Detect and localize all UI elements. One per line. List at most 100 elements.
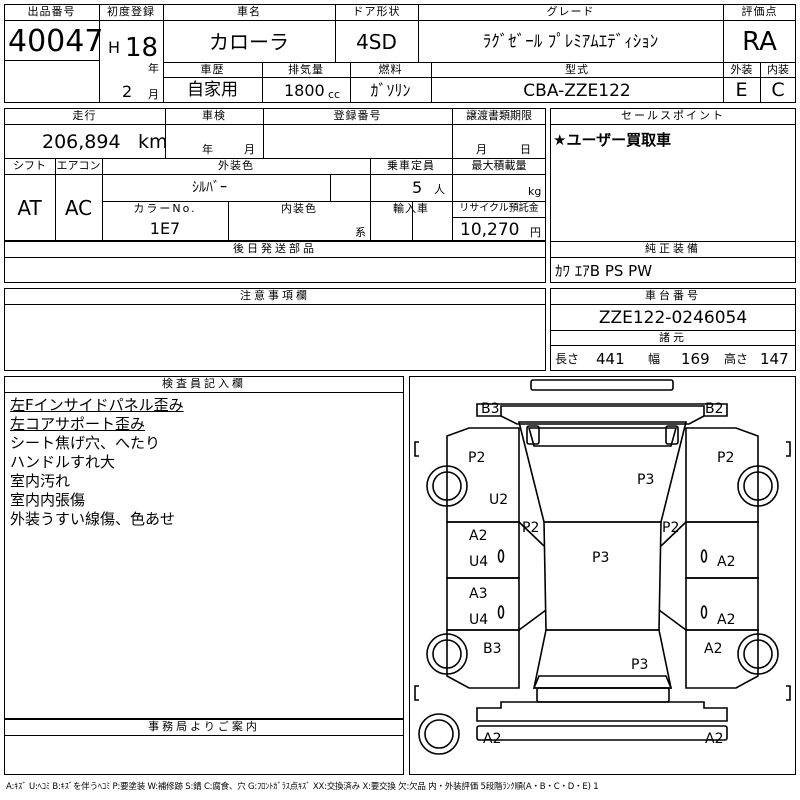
registration-year: 18 bbox=[125, 33, 159, 63]
left-front-wheel bbox=[426, 465, 468, 507]
damage-mark: A2 bbox=[705, 731, 723, 747]
score: RA bbox=[742, 27, 777, 57]
interior-color-unit: 系 bbox=[355, 226, 366, 239]
damage-mark: P2 bbox=[662, 520, 679, 536]
left-rear-wheel bbox=[426, 633, 468, 675]
mileage-label: 走行 bbox=[72, 109, 97, 122]
front-bumper-wide bbox=[476, 403, 728, 417]
height: 147 bbox=[760, 350, 789, 368]
left-front-handle bbox=[497, 549, 505, 563]
damage-mark: U4 bbox=[469, 612, 488, 628]
color-number: 1E7 bbox=[149, 219, 181, 238]
damage-mark: A2 bbox=[717, 554, 735, 570]
roof-outline bbox=[543, 521, 662, 631]
max-load-label: 最大積載量 bbox=[471, 159, 527, 172]
exterior-grade: E bbox=[735, 79, 748, 101]
equipment: ｶﾜ ｴｱB PS PW bbox=[555, 262, 653, 280]
interior-grade-label: 内装 bbox=[767, 63, 789, 76]
aircon: AC bbox=[64, 196, 93, 220]
inspector-note: 左コアサポート歪み bbox=[10, 415, 146, 433]
rear-bumper-top bbox=[536, 687, 670, 703]
caution-label: 注意事項欄 bbox=[240, 289, 310, 302]
sales-point-section bbox=[550, 108, 796, 283]
right-rear-wheel-inner bbox=[743, 639, 773, 669]
damage-mark: U4 bbox=[469, 554, 488, 570]
left-mirror bbox=[526, 425, 540, 445]
chassis-number-label: 車台番号 bbox=[645, 289, 701, 302]
inspector-note: 外装うすい線傷、色あせ bbox=[10, 510, 176, 528]
shift: AT bbox=[17, 196, 42, 220]
length: 441 bbox=[596, 350, 625, 368]
rear-bumper-bottom bbox=[476, 725, 728, 741]
damage-mark: P3 bbox=[592, 550, 609, 566]
caution-section bbox=[4, 288, 546, 371]
inspector-note: ハンドルすれ大 bbox=[10, 453, 116, 471]
capacity-unit: 人 bbox=[434, 183, 445, 196]
damage-diagram-section bbox=[409, 376, 796, 775]
door-type: 4SD bbox=[356, 30, 397, 54]
door-type-label: ドア形状 bbox=[352, 5, 401, 18]
height-label: 高さ bbox=[724, 352, 749, 366]
mileage-unit: km bbox=[138, 131, 168, 153]
bracket-right-top bbox=[786, 441, 791, 457]
right-rear-handle bbox=[700, 605, 708, 619]
import-label: 輸入車 bbox=[393, 202, 429, 215]
exterior-color: ｼﾙﾊﾞｰ bbox=[192, 180, 227, 196]
damage-mark: P2 bbox=[522, 520, 539, 536]
inspector-note: 左Fインサイドパネル歪み bbox=[10, 396, 184, 414]
recycle-fee-label: リサイクル預託金 bbox=[459, 203, 539, 214]
lot-number-label: 出品番号 bbox=[27, 5, 76, 18]
exterior-color-label: 外装色 bbox=[218, 159, 254, 172]
car-name: カローラ bbox=[209, 30, 289, 54]
spare-wheel bbox=[418, 713, 460, 755]
damage-mark: U2 bbox=[489, 492, 508, 508]
damage-mark: P2 bbox=[468, 450, 485, 466]
aircon-label: エアコン bbox=[56, 159, 101, 172]
damage-legend: A:ｷｽﾞ U:ﾍｺﾐ B:ｷｽﾞを伴うﾍｺﾐ P:要塗装 W:補修跡 S:錆 … bbox=[6, 782, 599, 792]
transfer-month-unit: 月 bbox=[476, 143, 487, 156]
front-bumper-outline bbox=[530, 379, 674, 391]
damage-mark: B2 bbox=[705, 401, 724, 417]
right-rear-wheel bbox=[737, 633, 779, 675]
left-rear-fender bbox=[446, 629, 520, 689]
sales-point: ★ユーザー買取車 bbox=[553, 131, 672, 149]
displacement-unit: cc bbox=[328, 88, 341, 101]
fuel: ｶﾞｿﾘﾝ bbox=[370, 81, 411, 100]
month-unit: 月 bbox=[148, 88, 159, 101]
inspector-note: 室内内張傷 bbox=[10, 491, 86, 509]
registration-month: 2 bbox=[122, 82, 133, 101]
car-name-label: 車名 bbox=[237, 5, 261, 18]
registration-number-label: 登録番号 bbox=[333, 109, 382, 122]
inspector-note: シート焦げ穴、へたり bbox=[10, 434, 161, 452]
rear-pillars bbox=[518, 609, 687, 631]
trunk-outline bbox=[533, 629, 672, 689]
score-label: 評価点 bbox=[741, 5, 778, 18]
displacement: 1800 bbox=[284, 81, 325, 100]
grade-label: グレード bbox=[546, 5, 595, 18]
right-front-fender bbox=[685, 427, 759, 523]
damage-mark: A2 bbox=[483, 731, 501, 747]
history-label: 車歴 bbox=[200, 63, 225, 76]
later-parts-section bbox=[4, 241, 546, 283]
front-pillars bbox=[518, 521, 687, 547]
model-label: 型式 bbox=[565, 63, 589, 76]
damage-mark: P3 bbox=[637, 472, 654, 488]
rear-glass bbox=[532, 675, 673, 689]
first-registration-label: 初度登録 bbox=[107, 5, 155, 18]
recycle-fee-unit: 円 bbox=[530, 226, 541, 239]
max-load-unit: kg bbox=[528, 185, 542, 198]
office-notice-section bbox=[4, 719, 404, 775]
right-mirror bbox=[665, 425, 679, 445]
transfer-deadline-label: 譲渡書類期限 bbox=[466, 109, 532, 122]
front-bumper-lower bbox=[500, 415, 705, 425]
bracket-right-bottom bbox=[786, 685, 791, 701]
damage-mark: B3 bbox=[483, 641, 502, 657]
damage-mark: A2 bbox=[717, 612, 735, 628]
width-label: 幅 bbox=[648, 352, 661, 366]
hood-outline bbox=[517, 421, 688, 523]
color-number-label: カラーNo. bbox=[133, 202, 197, 215]
inspector-notes-list: 左Fインサイドパネル歪み 左コアサポート歪み シート焦げ穴、へたり ハンドルすれ… bbox=[10, 396, 400, 536]
inspection-year-unit: 年 bbox=[202, 143, 213, 156]
inspector-note: 室内汚れ bbox=[10, 472, 71, 490]
history: 自家用 bbox=[187, 80, 238, 100]
